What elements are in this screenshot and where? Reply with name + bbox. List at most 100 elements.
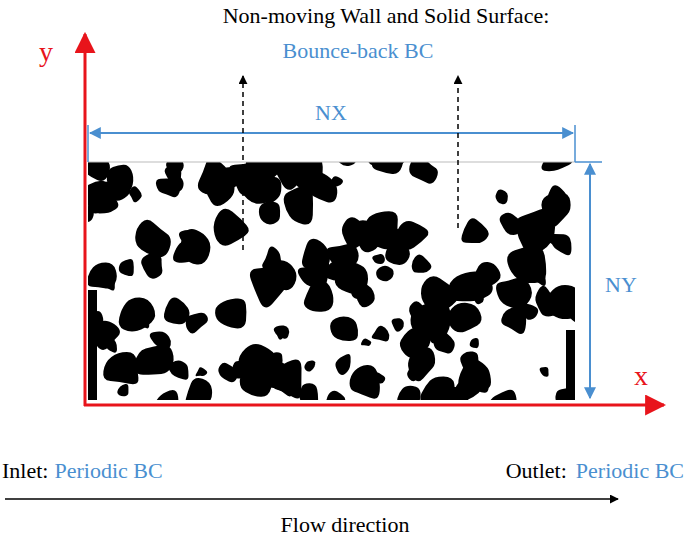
solid-grain: [135, 220, 171, 257]
solid-grain: [350, 365, 380, 399]
x-axis: [84, 404, 664, 407]
solid-grain: [229, 162, 266, 196]
solid-grain: [392, 318, 404, 332]
solid-grain: [372, 254, 385, 264]
nx-dimension: [90, 132, 573, 134]
solid-grain: [117, 384, 128, 396]
pointer-arrow: [457, 76, 459, 228]
ny-tick: [575, 161, 602, 163]
solid-grain: [433, 331, 454, 353]
bc-label: Bounce-back BC: [283, 40, 434, 62]
solid-grain: [141, 254, 162, 279]
solid-grain: [88, 162, 110, 181]
solid-grain: [473, 288, 484, 304]
dimension-label: NY: [605, 274, 637, 296]
solid-grain: [412, 399, 423, 400]
wall-title: Non-moving Wall and Solid Surface:: [223, 5, 550, 27]
solid-grain: [151, 390, 178, 400]
solid-grain: [330, 316, 358, 341]
solid-grain: [438, 387, 469, 400]
solid-grain: [240, 367, 272, 396]
solid-grain: [335, 354, 350, 375]
solid-grain: [169, 361, 189, 380]
solid-grain: [284, 184, 313, 224]
axis-label: x: [634, 362, 648, 390]
flow-label: Flow direction: [281, 514, 410, 536]
solid-grain: [140, 321, 150, 329]
inlet-label: Inlet:: [2, 460, 48, 482]
solid-grain: [407, 360, 421, 381]
nx-tick: [87, 125, 89, 162]
solid-grain: [119, 297, 155, 331]
solid-grain: [268, 260, 296, 290]
solid-grain: [392, 245, 406, 263]
solid-grain: [547, 185, 568, 212]
solid-grain: [302, 239, 330, 272]
solid-grain: [291, 162, 323, 185]
solid-grain: [179, 230, 196, 246]
solid-grain: [88, 202, 94, 222]
axis-label: y: [39, 38, 53, 66]
solid-grain: [271, 352, 283, 364]
solid-grain: [164, 297, 190, 324]
solid-grain: [105, 335, 117, 353]
solid-grain: [400, 328, 431, 358]
bc-label: Periodic BC: [576, 460, 684, 482]
solid-grain: [100, 273, 115, 290]
nx-tick: [574, 125, 576, 162]
solid-grain: [486, 390, 517, 400]
solid-grain: [540, 367, 549, 377]
solid-grain: [495, 189, 508, 204]
solid-grain: [470, 338, 479, 348]
solid-grain: [448, 303, 482, 332]
solid-grain: [535, 286, 560, 317]
solid-grain: [500, 213, 523, 235]
solid-grain: [372, 326, 390, 342]
solid-grain: [169, 176, 184, 191]
solid-grain: [259, 202, 280, 225]
solid-grain: [549, 234, 572, 255]
solid-grain: [330, 176, 343, 186]
dimension-label: NX: [315, 102, 347, 124]
outlet-label: Outlet:: [506, 460, 567, 482]
solid-grain: [409, 162, 438, 184]
solid-grain: [107, 165, 133, 194]
solid-grain: [326, 391, 345, 400]
bc-label: Periodic BC: [54, 460, 162, 482]
solid-grain: [460, 351, 479, 374]
solid-grain: [461, 218, 488, 243]
flow-arrow: [5, 498, 618, 500]
solid-grain: [412, 254, 432, 272]
ny-dimension: [589, 164, 591, 398]
solid-grain: [562, 288, 575, 305]
solid-grain: [421, 276, 459, 312]
solid-grain: [299, 383, 318, 400]
solid-grain: [198, 162, 232, 195]
y-axis: [84, 34, 87, 406]
solid-grain: [103, 352, 138, 384]
solid-grain: [88, 290, 97, 400]
solid-grains: [88, 162, 575, 400]
solid-grain: [134, 345, 173, 375]
porous-domain: [88, 162, 575, 400]
pointer-arrow: [242, 76, 244, 250]
solid-grain: [397, 386, 420, 400]
solid-grain: [186, 378, 213, 400]
top-wall: [88, 162, 575, 163]
solid-grain: [507, 246, 546, 283]
solid-grain: [385, 240, 410, 265]
solid-grain: [196, 367, 208, 376]
solid-grain: [356, 284, 374, 307]
solid-grain: [215, 298, 246, 328]
solid-grain: [542, 162, 573, 171]
solid-grain: [376, 266, 394, 281]
solid-grain: [337, 162, 357, 166]
solid-grain: [218, 363, 238, 382]
solid-grain: [501, 305, 526, 334]
solid-grain: [116, 359, 134, 380]
solid-grain: [304, 360, 315, 371]
solid-grain: [368, 162, 398, 170]
solid-grain: [361, 338, 371, 346]
solid-grain: [276, 331, 284, 340]
